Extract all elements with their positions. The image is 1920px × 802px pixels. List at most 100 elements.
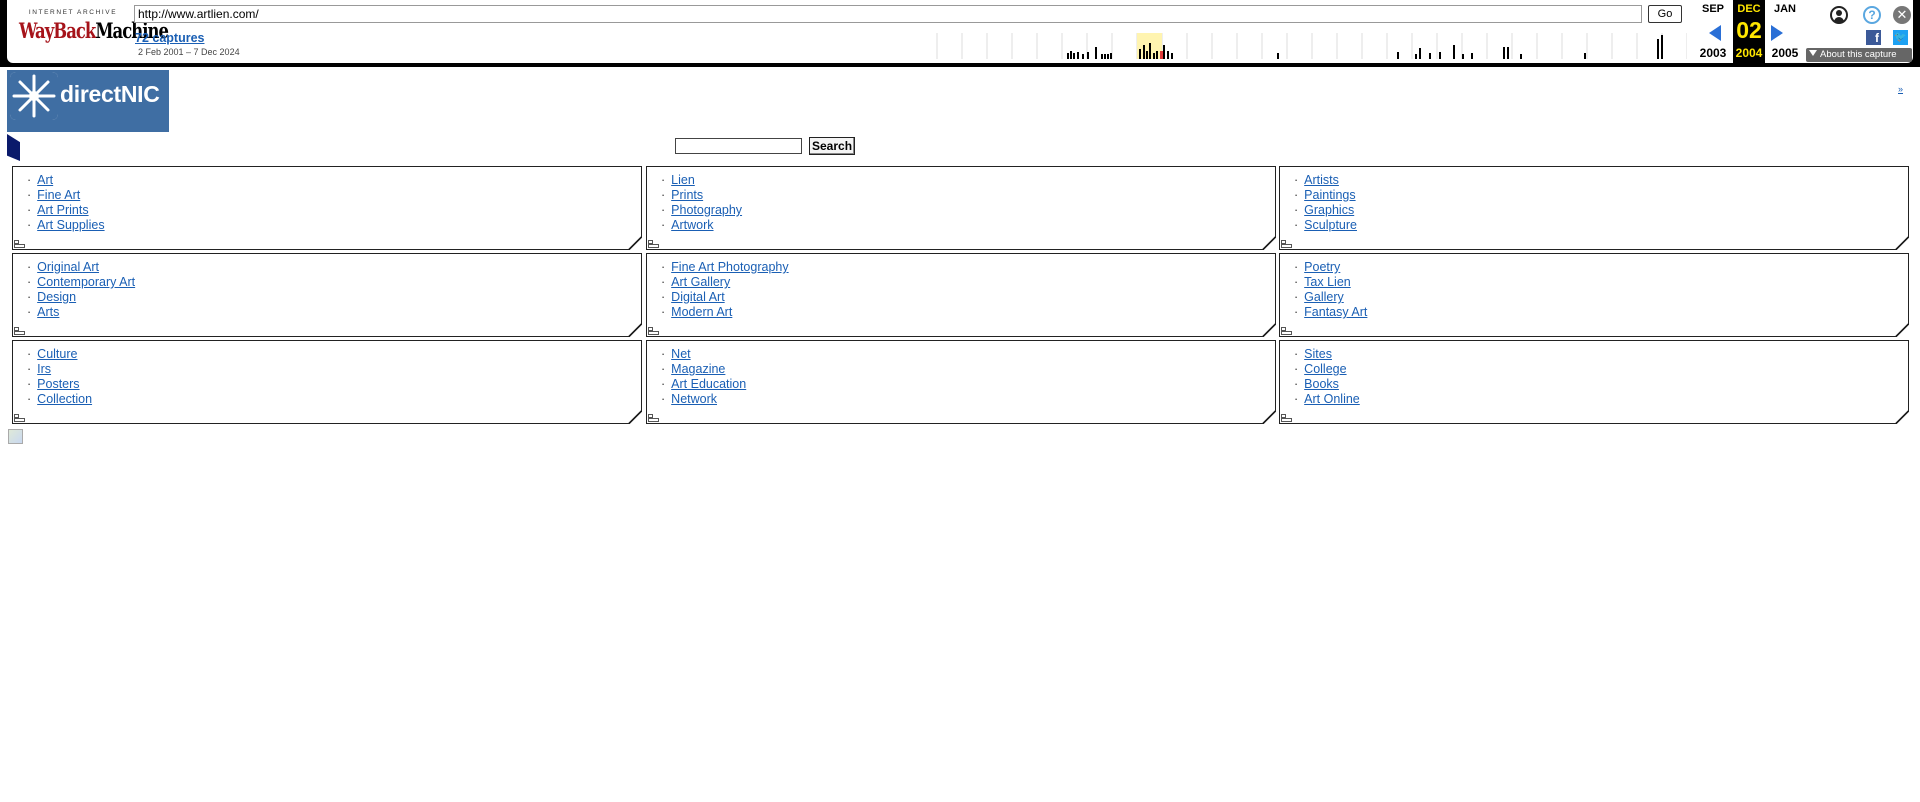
link-list: ·Sites·College·Books·Art Online bbox=[1280, 341, 1908, 407]
bullet: · bbox=[1294, 290, 1299, 304]
link-list: ·Net·Magazine·Art Education·Network bbox=[647, 341, 1275, 407]
category-link[interactable]: Collection bbox=[37, 392, 93, 406]
category-link[interactable]: Art Online bbox=[1304, 392, 1360, 406]
category-link[interactable]: Modern Art bbox=[671, 305, 733, 319]
prev-year-label[interactable]: 2003 bbox=[1699, 46, 1727, 60]
bullet: · bbox=[27, 260, 32, 274]
bullet: · bbox=[1294, 305, 1299, 319]
list-item: ·Prints bbox=[661, 188, 1275, 203]
facebook-share-icon[interactable]: f bbox=[1866, 30, 1881, 45]
box-corner-icon bbox=[648, 327, 659, 335]
prev-month-label[interactable]: SEP bbox=[1701, 3, 1724, 15]
current-day-label: 02 bbox=[1736, 17, 1762, 43]
category-link[interactable]: Contemporary Art bbox=[37, 275, 136, 289]
category-link[interactable]: Net bbox=[671, 347, 691, 361]
category-link[interactable]: Artwork bbox=[671, 218, 714, 232]
sparkline-bar bbox=[1453, 45, 1455, 59]
prev-capture-arrow-icon[interactable] bbox=[1709, 25, 1721, 41]
category-link[interactable]: Gallery bbox=[1304, 290, 1344, 304]
bullet: · bbox=[661, 362, 666, 376]
next-capture-arrow-icon[interactable] bbox=[1771, 25, 1783, 41]
list-item: ·Sites bbox=[1294, 347, 1908, 362]
category-link[interactable]: Prints bbox=[671, 188, 704, 202]
category-link[interactable]: Digital Art bbox=[671, 290, 725, 304]
bullet: · bbox=[1294, 392, 1299, 406]
category-link[interactable]: Graphics bbox=[1304, 203, 1355, 217]
category-link[interactable]: Fine Art bbox=[37, 188, 81, 202]
twitter-share-icon[interactable]: 🐦 bbox=[1893, 30, 1908, 45]
box-corner-icon bbox=[1281, 327, 1292, 335]
wayback-go-button[interactable]: Go bbox=[1648, 5, 1682, 23]
category-link[interactable]: Magazine bbox=[671, 362, 726, 376]
next-year-label[interactable]: 2005 bbox=[1771, 46, 1799, 60]
category-link[interactable]: Fine Art Photography bbox=[671, 260, 789, 274]
category-link[interactable]: Original Art bbox=[37, 260, 100, 274]
user-account-icon[interactable] bbox=[1830, 6, 1848, 24]
bullet: · bbox=[661, 377, 666, 391]
list-item: · Net bbox=[661, 347, 1275, 362]
bullet: · bbox=[1294, 218, 1299, 232]
category-link[interactable]: Sites bbox=[1304, 347, 1332, 361]
capture-sparkline[interactable] bbox=[927, 33, 1687, 59]
category-link[interactable]: Art Supplies bbox=[37, 218, 105, 232]
list-item: ·Arts bbox=[27, 305, 641, 320]
category-link[interactable]: Culture bbox=[37, 347, 78, 361]
corner-link[interactable]: » bbox=[1898, 84, 1904, 94]
category-link[interactable]: Posters bbox=[37, 377, 80, 391]
close-icon[interactable]: ✕ bbox=[1893, 6, 1911, 24]
category-link[interactable]: Network bbox=[671, 392, 718, 406]
bullet: · bbox=[27, 362, 32, 376]
category-link[interactable]: Paintings bbox=[1304, 188, 1356, 202]
search-input[interactable] bbox=[675, 138, 802, 154]
list-item: ·Culture bbox=[27, 347, 641, 362]
next-month-label[interactable]: JAN bbox=[1773, 3, 1796, 15]
bullet: · bbox=[661, 347, 666, 361]
category-link[interactable]: Artists bbox=[1304, 173, 1339, 187]
category-link[interactable]: Art Prints bbox=[37, 203, 89, 217]
box-corner-icon bbox=[14, 327, 25, 335]
category-link[interactable]: College bbox=[1304, 362, 1347, 376]
category-link[interactable]: Art bbox=[37, 173, 54, 187]
sparkline-bar bbox=[1163, 45, 1165, 59]
list-item: ·Photography bbox=[661, 203, 1275, 218]
bullet: · bbox=[661, 305, 666, 319]
sparkline-bar bbox=[1110, 53, 1112, 59]
box-fold-corner bbox=[628, 236, 642, 250]
category-link[interactable]: Arts bbox=[37, 305, 60, 319]
sparkline-bar bbox=[1439, 52, 1441, 59]
category-link[interactable]: Books bbox=[1304, 377, 1339, 391]
category-link[interactable]: Photography bbox=[671, 203, 743, 217]
category-link[interactable]: Design bbox=[37, 290, 77, 304]
help-icon[interactable]: ? bbox=[1863, 6, 1881, 24]
list-item: ·Graphics bbox=[1294, 203, 1908, 218]
list-item: · Sculpture bbox=[1294, 218, 1908, 233]
search-button[interactable]: Search bbox=[809, 137, 856, 155]
bullet: · bbox=[661, 290, 666, 304]
category-link[interactable]: Irs bbox=[37, 362, 52, 376]
sparkline-bar bbox=[1397, 52, 1399, 59]
sparkline-bar bbox=[1067, 53, 1069, 59]
category-link[interactable]: Lien bbox=[671, 173, 695, 187]
captures-link[interactable]: 72 captures bbox=[135, 31, 205, 45]
box-fold-corner bbox=[1895, 323, 1909, 337]
about-capture-dropdown[interactable]: About this capture bbox=[1806, 48, 1912, 62]
category-link[interactable]: Art Education bbox=[671, 377, 747, 391]
list-item: ·Collection bbox=[27, 392, 641, 407]
sparkline-bar bbox=[1146, 51, 1148, 59]
sparkline-bar bbox=[1657, 39, 1659, 59]
list-item: · Art Gallery bbox=[661, 275, 1275, 290]
sparkline-current-capture bbox=[1160, 51, 1163, 59]
category-link[interactable]: Poetry bbox=[1304, 260, 1341, 274]
box-corner-icon bbox=[1281, 414, 1292, 422]
sparkline-bar bbox=[1153, 53, 1155, 59]
list-item: ·Fine Art Photography bbox=[661, 260, 1275, 275]
box-corner-icon bbox=[648, 414, 659, 422]
category-link[interactable]: Sculpture bbox=[1304, 218, 1357, 232]
wayback-logo[interactable]: INTERNET ARCHIVE WayBackMachine bbox=[19, 9, 169, 51]
bullet: · bbox=[661, 275, 666, 289]
category-link[interactable]: Tax Lien bbox=[1304, 275, 1351, 289]
directnic-logo[interactable]: directNIC bbox=[7, 70, 169, 132]
category-link[interactable]: Fantasy Art bbox=[1304, 305, 1368, 319]
category-link[interactable]: Art Gallery bbox=[671, 275, 731, 289]
wayback-url-input[interactable] bbox=[134, 5, 1642, 23]
